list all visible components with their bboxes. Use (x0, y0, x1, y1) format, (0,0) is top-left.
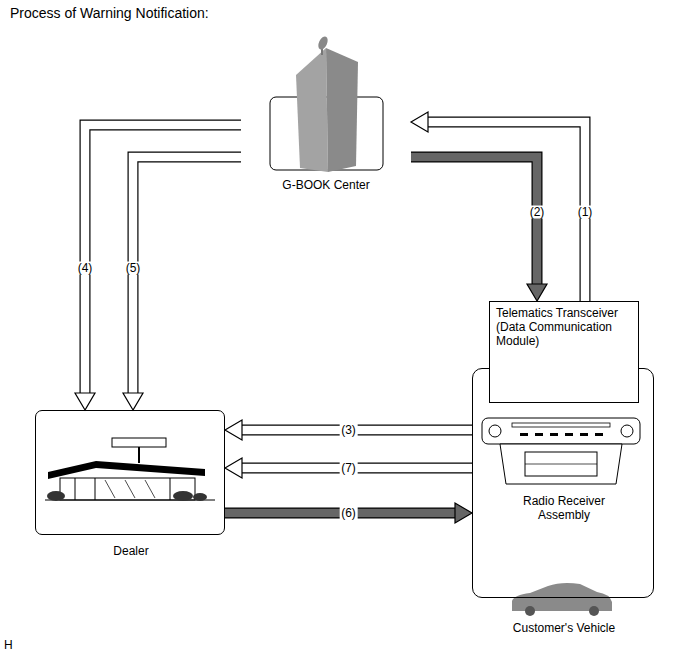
arrow-outline (427, 122, 585, 301)
arrow-head (75, 393, 95, 410)
arrow-head (455, 503, 472, 523)
car-silhouette (512, 583, 612, 616)
arrow-outline (241, 463, 472, 474)
diagram-title: Process of Warning Notification: (10, 6, 209, 20)
arrow-head (123, 393, 143, 410)
arrow-body (427, 122, 585, 301)
server-center: G-BOOK Center (241, 40, 411, 200)
arrow-outline (225, 508, 456, 519)
flow-arrow (411, 157, 547, 301)
arrow-outline (241, 425, 472, 436)
arrow-head (527, 284, 547, 301)
node-label: G-BOOK Center (241, 178, 411, 192)
node-label: Telematics Transceiver (Data Communicati… (496, 306, 632, 348)
flow-arrow (411, 112, 585, 301)
callout-number: (1) (576, 206, 595, 219)
callout-number: (7) (339, 462, 358, 475)
arrow-body (133, 157, 241, 394)
node-label: Customer's Vehicle (453, 621, 675, 635)
arrow-body (85, 125, 241, 394)
callout-number: (5) (124, 262, 143, 275)
arrow-head (411, 112, 428, 132)
arrow-head (225, 420, 242, 440)
callout-number: (2) (528, 206, 547, 219)
callout-number: (4) (76, 262, 95, 275)
dealer-box: Dealer (35, 410, 225, 535)
callout-number: (6) (339, 507, 358, 520)
arrow-body (411, 157, 537, 285)
callout-number: (3) (339, 424, 358, 437)
flow-arrow (225, 458, 472, 478)
arrow-head (225, 458, 242, 478)
vehicle-box: Customer's VehicleTelematics Transceiver… (472, 368, 654, 598)
module-box: Telematics Transceiver (Data Communicati… (489, 301, 639, 403)
flow-arrow (75, 125, 241, 410)
arrow-outline (411, 157, 537, 285)
dealer-building (45, 438, 215, 501)
g-book-building (270, 35, 383, 172)
node-label: Radio Receiver Assembly (512, 494, 616, 522)
flow-arrow (225, 503, 472, 523)
radio-receiver (482, 418, 640, 484)
figure-code: H (4, 638, 13, 652)
flow-arrow (225, 420, 472, 440)
arrow-outline (133, 157, 241, 394)
arrow-outline (85, 125, 241, 394)
flow-arrow (123, 157, 241, 410)
node-label: Dealer (16, 544, 246, 558)
radio-unit: Radio Receiver Assembly (481, 414, 647, 526)
